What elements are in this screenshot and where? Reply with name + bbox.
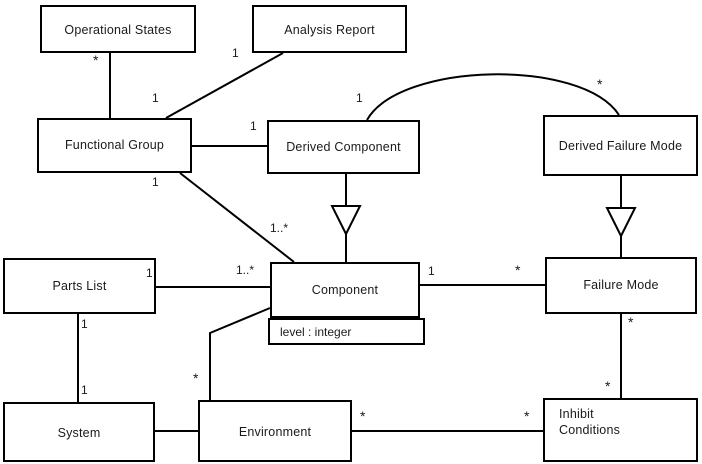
class-component[interactable]: Component	[270, 262, 420, 318]
class-component-attribute-compartment: level : integer	[268, 318, 425, 345]
class-name-inhibit-conditions-line1: Inhibit	[559, 407, 594, 421]
class-name-failure-mode: Failure Mode	[583, 278, 659, 292]
class-derived-component[interactable]: Derived Component	[267, 120, 420, 174]
class-name-derived-failure-mode: Derived Failure Mode	[558, 139, 683, 153]
class-system[interactable]: System	[3, 402, 155, 462]
multiplicity-fg-bottom-1: 1	[152, 175, 159, 189]
hollow-triangle-icon-failuremode	[605, 207, 637, 239]
class-name-environment: Environment	[238, 425, 312, 439]
multiplicity-inhibit-left: *	[524, 408, 530, 424]
class-parts-list[interactable]: Parts List	[3, 258, 156, 314]
class-name-operational-states: Operational States	[64, 23, 172, 37]
multiplicity-component-right-1: 1	[428, 264, 435, 278]
class-name-inhibit-conditions-line2: Conditions	[559, 423, 621, 437]
multiplicity-system-up-1: 1	[81, 383, 88, 397]
class-operational-states[interactable]: Operational States	[40, 5, 196, 53]
class-inhibit-conditions[interactable]: Inhibit Conditions	[543, 398, 698, 462]
class-functional-group[interactable]: Functional Group	[37, 118, 192, 173]
hollow-triangle-icon-component	[330, 205, 362, 237]
class-name-derived-component: Derived Component	[286, 140, 401, 154]
multiplicity-component-topleft: 1..*	[270, 221, 289, 235]
edge-functionalgroup-analysisreport	[165, 52, 284, 119]
attribute-level-integer: level : integer	[280, 325, 352, 339]
multiplicity-failuremode-left: *	[515, 262, 521, 278]
class-name-component: Component	[311, 283, 379, 297]
class-name-analysis-report: Analysis Report	[284, 23, 375, 37]
multiplicity-arc-star: *	[597, 76, 603, 92]
class-name-parts-list: Parts List	[52, 279, 107, 293]
class-derived-failure-mode[interactable]: Derived Failure Mode	[543, 115, 698, 176]
class-analysis-report[interactable]: Analysis Report	[252, 5, 407, 53]
multiplicity-fg-top-1: 1	[152, 91, 159, 105]
multiplicity-failuremode-down: *	[628, 314, 634, 330]
multiplicity-environment-up: *	[193, 370, 199, 386]
edge-derivedcomponent-derivedfailuremode	[366, 73, 620, 121]
class-failure-mode[interactable]: Failure Mode	[545, 257, 697, 314]
multiplicity-arc-1: 1	[356, 91, 363, 105]
multiplicity-derivedcomponent-1: 1	[250, 119, 257, 133]
multiplicity-opstates-star: *	[93, 52, 99, 68]
multiplicity-fg-report-1: 1	[232, 46, 239, 60]
class-environment[interactable]: Environment	[198, 400, 352, 462]
multiplicity-inhibit-up: *	[605, 378, 611, 394]
multiplicity-partslist-system-1: 1	[81, 317, 88, 331]
class-name-functional-group: Functional Group	[64, 138, 165, 152]
multiplicity-partslist-1: 1	[146, 266, 153, 280]
multiplicity-environment-right: *	[360, 408, 366, 424]
edge-component-environment	[209, 307, 271, 400]
class-name-system: System	[57, 426, 101, 440]
edge-functionalgroup-component	[179, 172, 295, 263]
multiplicity-component-left: 1..*	[236, 263, 255, 277]
